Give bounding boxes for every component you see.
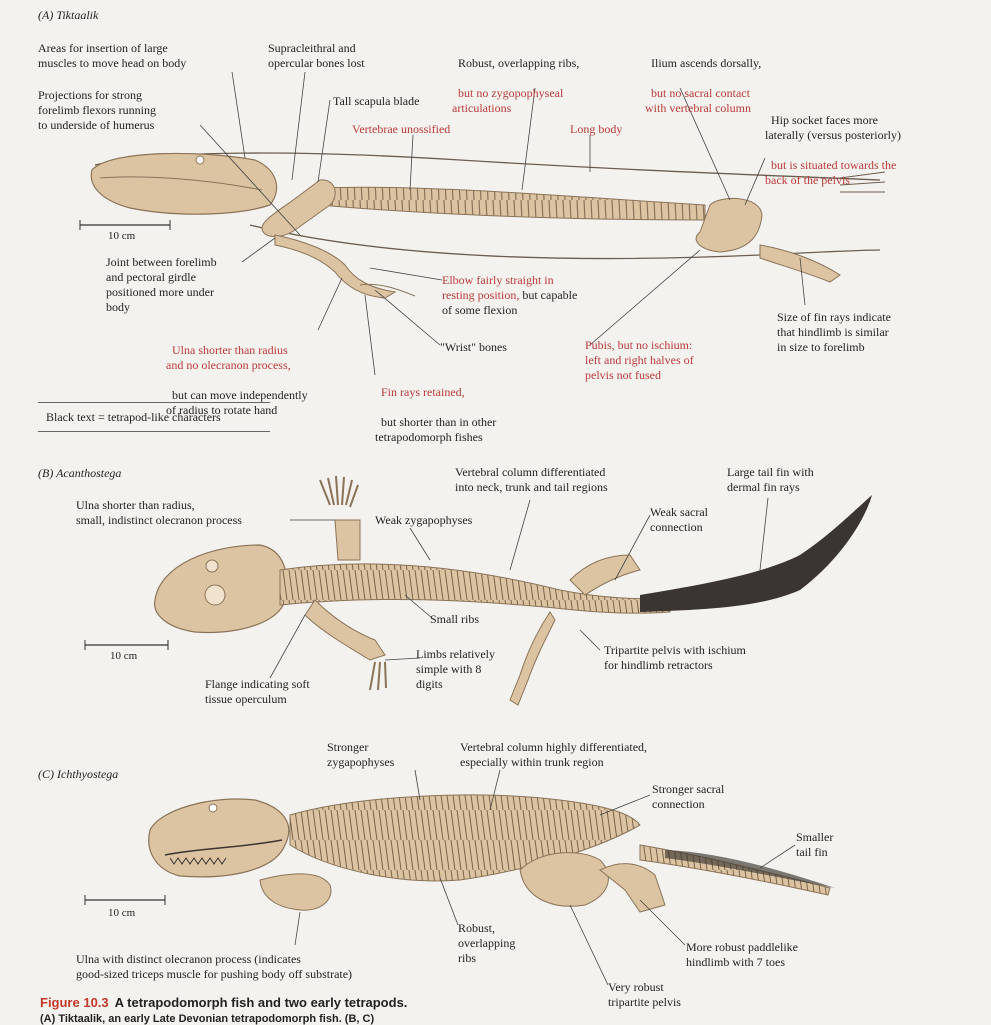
figure-title: A tetrapodomorph fish and two early tetr… [115, 995, 408, 1010]
label-b-ulna: Ulna shorter than radius, small, indisti… [76, 498, 242, 528]
label-c-stronger-zyg: Stronger zygapophyses [327, 740, 394, 770]
figure-number: Figure 10.3 [40, 995, 109, 1010]
label-c-paddle: More robust paddlelike hindlimb with 7 t… [686, 940, 798, 970]
figure-subcaption: (A) Tiktaalik, an early Late Devonian te… [40, 1013, 374, 1025]
label-joint: Joint between forelimb and pectoral gird… [106, 255, 217, 315]
label-long-body: Long body [570, 122, 622, 137]
panel-c-scale: 10 cm [108, 907, 135, 919]
label-hip-red: but is situated towards the back of the … [765, 158, 896, 187]
label-c-stronger-sacral: Stronger sacral connection [652, 782, 724, 812]
label-muscles: Areas for insertion of large muscles to … [38, 41, 186, 71]
label-ribs-red: but no zygopophyseal articulations [452, 86, 563, 115]
label-ribs: Robust, overlapping ribs, but no zygopop… [452, 41, 579, 116]
label-elbow: Elbow fairly straight in resting positio… [442, 273, 577, 318]
label-c-pelvis: Very robust tripartite pelvis [608, 980, 681, 1010]
ichthyostega-skeleton [85, 795, 835, 912]
label-c-robust-ribs: Robust, overlapping ribs [458, 921, 515, 966]
label-ilium: Ilium ascends dorsally, but no sacral co… [645, 41, 761, 116]
label-b-weak-sacral: Weak sacral connection [650, 505, 708, 535]
label-scapula: Tall scapula blade [333, 94, 419, 109]
label-b-small-ribs: Small ribs [430, 612, 479, 627]
label-finrays: Fin rays retained, but shorter than in o… [375, 370, 496, 445]
label-c-vertebral: Vertebral column highly differentiated, … [460, 740, 647, 770]
label-vertebrae: Vertebrae unossified [352, 122, 450, 137]
label-ulna-a-red: Ulna shorter than radius and no olecrano… [166, 343, 291, 372]
label-finrays-black: but shorter than in other tetrapodomorph… [375, 415, 496, 444]
label-hip-black: Hip socket faces more laterally (versus … [765, 113, 901, 142]
label-c-smaller-tail: Smaller tail fin [796, 830, 833, 860]
figure-caption: Figure 10.3 A tetrapodomorph fish and two… [40, 995, 407, 1010]
label-wrist: "Wrist" bones [440, 340, 507, 355]
label-fin-rays-size: Size of fin rays indicate that hindlimb … [777, 310, 891, 355]
label-ilium-red: but no sacral contact with vertebral col… [645, 86, 751, 115]
label-b-flange: Flange indicating soft tissue operculum [205, 677, 310, 707]
panel-c-title: (C) Ichthyostega [38, 767, 118, 782]
label-b-tripartite: Tripartite pelvis with ischium for hindl… [604, 643, 746, 673]
label-b-weak-zyg: Weak zygapophyses [375, 513, 472, 528]
label-supracleithral: Supracleithral and opercular bones lost [268, 41, 365, 71]
label-c-ulna: Ulna with distinct olecranon process (in… [76, 952, 352, 982]
panel-b-scale: 10 cm [110, 650, 137, 662]
label-b-tail-fin: Large tail fin with dermal fin rays [727, 465, 814, 495]
panel-a-scale: 10 cm [108, 230, 135, 242]
legend-text: Black text = tetrapod-like characters [46, 410, 221, 425]
label-b-vertebral: Vertebral column differentiated into nec… [455, 465, 608, 495]
label-finrays-red: Fin rays retained, [381, 385, 465, 399]
panel-b-title: (B) Acanthostega [38, 466, 121, 481]
label-pubis: Pubis, but no ischium: left and right ha… [585, 338, 694, 383]
label-ilium-black: Ilium ascends dorsally, [651, 56, 761, 70]
label-hip: Hip socket faces more laterally (versus … [765, 98, 901, 188]
label-projections: Projections for strong forelimb flexors … [38, 88, 156, 133]
label-ribs-black: Robust, overlapping ribs, [458, 56, 579, 70]
label-b-limbs: Limbs relatively simple with 8 digits [416, 647, 495, 692]
panel-a-title: (A) Tiktaalik [38, 8, 98, 23]
